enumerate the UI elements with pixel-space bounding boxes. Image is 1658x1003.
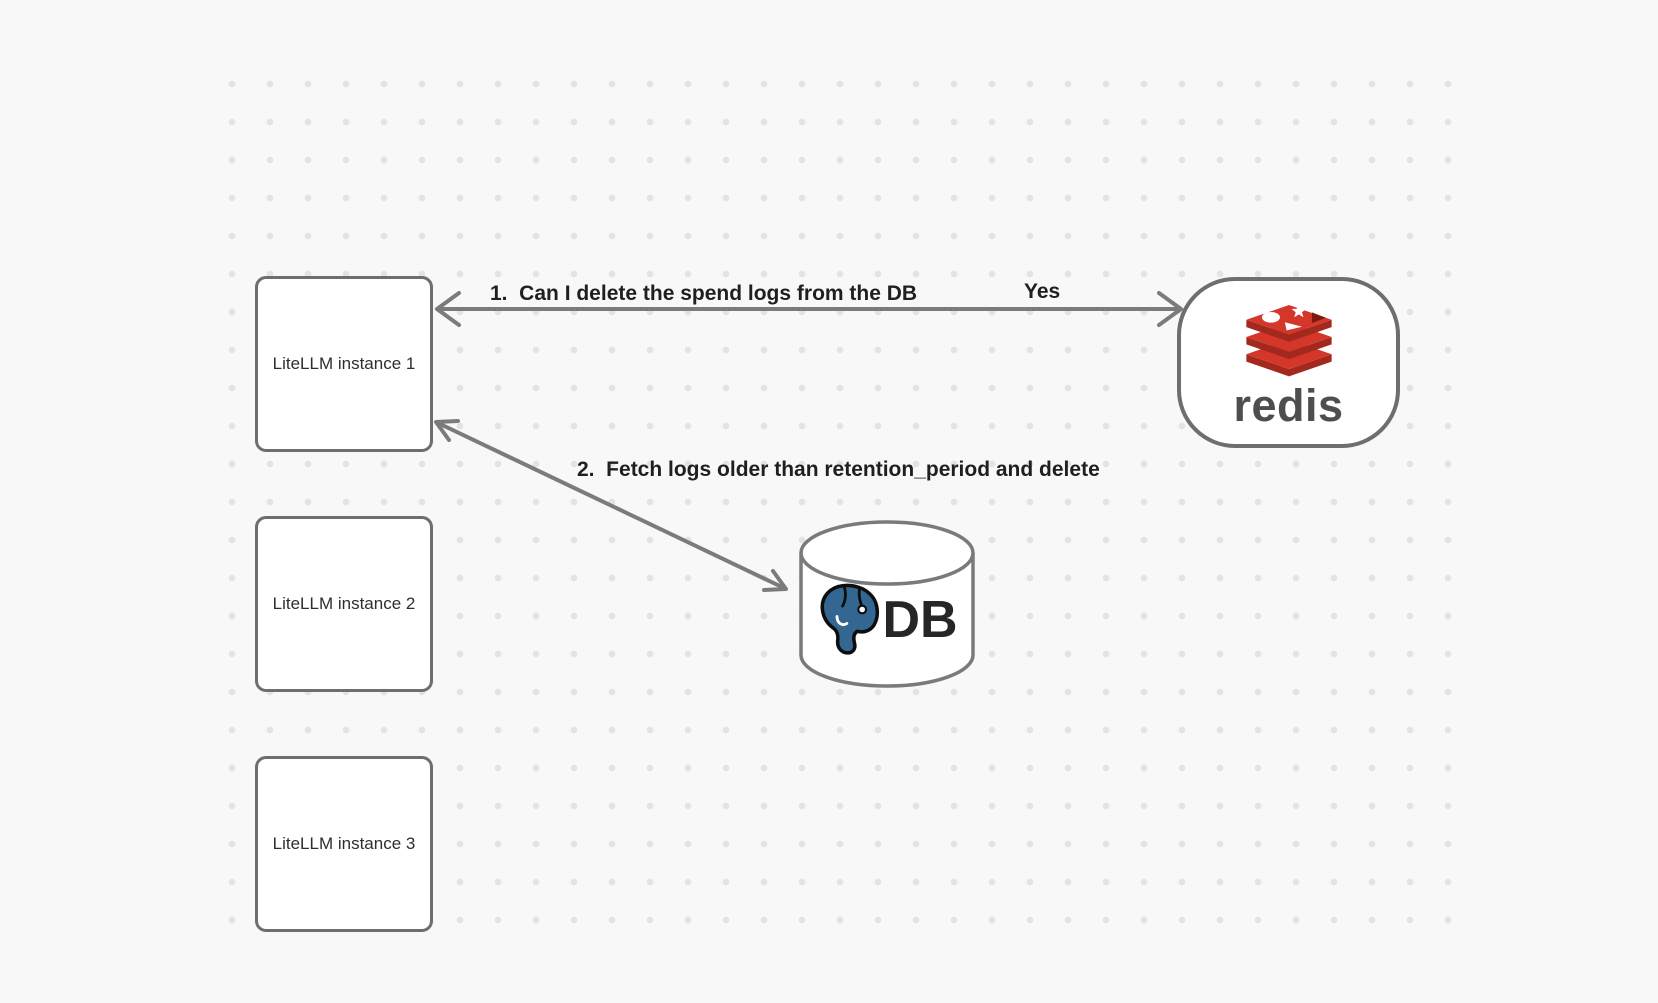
arrowhead-right-icon <box>1157 291 1183 327</box>
redis-logo-icon <box>1245 305 1332 377</box>
arrowhead-upleft-icon <box>434 419 460 442</box>
node-label: LiteLLM instance 2 <box>272 594 416 613</box>
node-litellm-instance-1[interactable]: LiteLLM instance 1 <box>255 276 433 452</box>
arrowhead-left-icon <box>435 291 461 327</box>
node-litellm-instance-3[interactable]: LiteLLM instance 3 <box>255 756 433 932</box>
node-label: LiteLLM instance 1 <box>272 354 416 373</box>
node-label: LiteLLM instance 3 <box>272 834 416 853</box>
redis-wordmark: redis <box>1233 380 1344 431</box>
edge2-label: 2. Fetch logs older than retention_perio… <box>577 458 1100 481</box>
db-label: DB <box>882 591 958 649</box>
edge-instance1-db[interactable] <box>434 419 788 592</box>
edge1-label: 1. Can I delete the spend logs from the … <box>490 282 918 305</box>
arrowhead-downright-icon <box>762 569 788 592</box>
postgresql-elephant-icon <box>820 583 880 655</box>
node-db[interactable]: DB <box>797 518 977 690</box>
edge-instance1-redis[interactable] <box>435 291 1183 327</box>
node-redis[interactable]: redis <box>1177 277 1400 448</box>
node-litellm-instance-2[interactable]: LiteLLM instance 2 <box>255 516 433 692</box>
edge1-reply-label: Yes <box>1024 280 1061 303</box>
